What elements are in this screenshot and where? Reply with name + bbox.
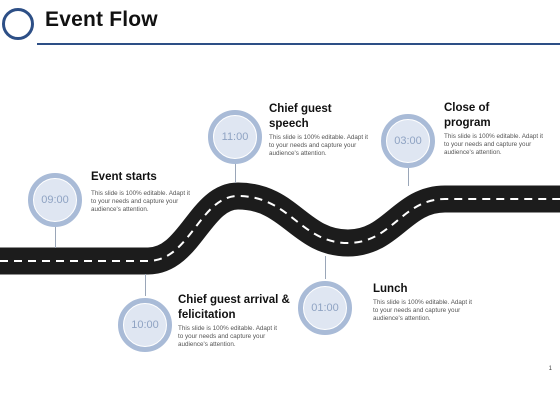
event-title: Chief guest speech	[269, 103, 332, 130]
title-underline	[37, 43, 560, 45]
event-title: Event starts	[91, 171, 157, 183]
time-label: 11:00	[221, 131, 249, 143]
event-description: This slide is 100% editable. Adapt it to…	[444, 133, 544, 157]
time-node-0900: 09:00	[28, 173, 82, 227]
event-description: This slide is 100% editable. Adapt it to…	[269, 134, 369, 158]
event-title: Chief guest arrival & felicitation	[178, 294, 290, 321]
event-description: This slide is 100% editable. Adapt it to…	[91, 190, 191, 214]
connector-line-0900	[55, 226, 56, 248]
connector-line-1100	[235, 163, 236, 183]
time-label: 09:00	[41, 194, 69, 206]
page-number: 1	[548, 366, 552, 372]
time-label: 10:00	[131, 319, 159, 331]
event-description: This slide is 100% editable. Adapt it to…	[178, 325, 278, 349]
time-label: 01:00	[311, 302, 339, 314]
event-description: This slide is 100% editable. Adapt it to…	[373, 299, 473, 323]
event-title: Close of program	[444, 102, 491, 129]
event-title: Lunch	[373, 283, 408, 295]
time-node-0300: 03:00	[381, 114, 435, 168]
time-node-1000: 10:00	[118, 298, 172, 352]
page-title: Event Flow	[45, 8, 158, 31]
connector-line-0300	[408, 165, 409, 186]
connector-line-0100	[325, 256, 326, 279]
time-node-1100: 11:00	[208, 110, 262, 164]
time-node-0100: 01:00	[298, 281, 352, 335]
connector-line-1000	[145, 274, 146, 296]
time-label: 03:00	[394, 135, 422, 147]
title-circle-decoration	[2, 8, 34, 40]
